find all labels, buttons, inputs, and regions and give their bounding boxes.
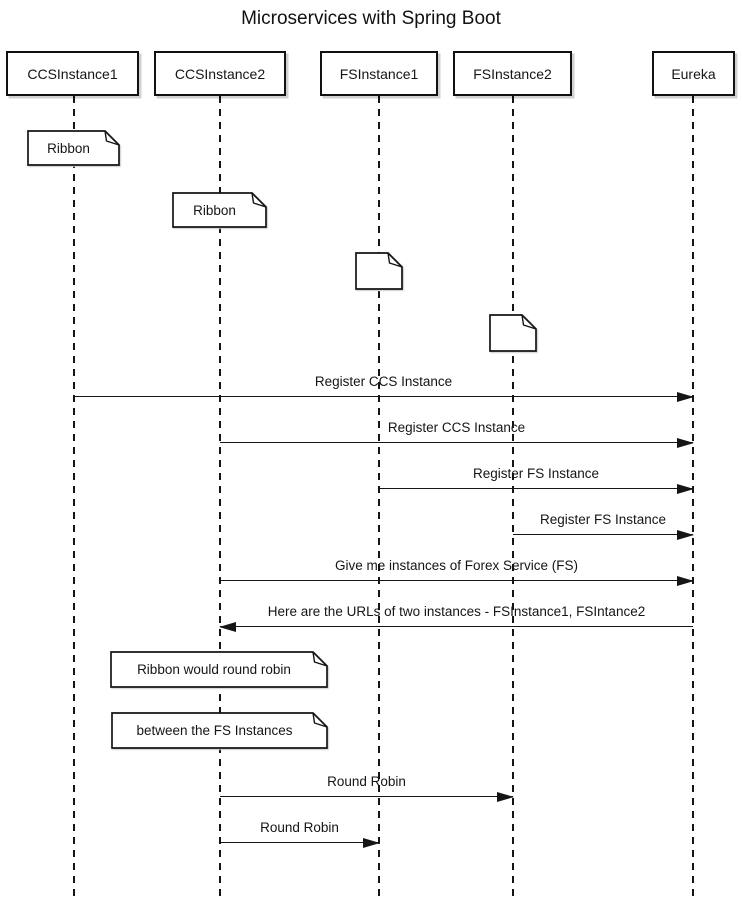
arrowhead-right-icon — [677, 483, 694, 494]
note-ribbon-ccsinstance2: Ribbon — [172, 192, 267, 228]
message-label: Register FS Instance — [539, 512, 667, 527]
participant-label: Eureka — [671, 65, 716, 82]
message-round-robin-fs2: Round Robin — [220, 772, 514, 802]
note-shape-icon — [172, 192, 267, 228]
message-here-are-the-urls: Here are the URLs of two instances - FSI… — [219, 602, 693, 632]
participant-label: FSInstance2 — [473, 65, 552, 82]
message-label: Register FS Instance — [472, 466, 600, 481]
participant-fsinstance2: FSInstance2 — [453, 51, 572, 96]
message-register-fs-instance-1: Register FS Instance — [379, 464, 694, 494]
note-between-fs-instances: between the FS Instances — [111, 712, 328, 749]
message-line — [220, 442, 693, 443]
arrowhead-right-icon — [677, 575, 694, 586]
message-label: Round Robin — [260, 820, 339, 835]
participant-label: FSInstance1 — [339, 65, 419, 82]
arrowhead-left-icon — [219, 621, 236, 632]
lifeline-ccsinstance2 — [219, 96, 221, 899]
note-text: Ribbon — [193, 202, 236, 218]
participant-fsinstance1: FSInstance1 — [320, 51, 438, 96]
message-label: Round Robin — [327, 774, 406, 789]
note-ribbon-ccsinstance1: Ribbon — [27, 130, 120, 166]
note-shape-icon — [489, 314, 537, 352]
note-text: Ribbon — [47, 140, 90, 156]
arrowhead-right-icon — [677, 391, 694, 402]
diagram-title: Microservices with Spring Boot — [241, 8, 501, 29]
participant-ccsinstance2: CCSInstance2 — [154, 51, 286, 96]
message-give-me-instances: Give me instances of Forex Service (FS) — [220, 556, 694, 586]
lifeline-fsinstance1 — [378, 96, 380, 899]
note-text: Ribbon would round robin — [137, 662, 291, 677]
note-shape-icon — [110, 651, 328, 688]
participant-eureka: Eureka — [652, 51, 735, 96]
message-label: Give me instances of Forex Service (FS) — [334, 558, 579, 573]
arrowhead-right-icon — [497, 791, 514, 802]
message-label: Here are the URLs of two instances - FSI… — [267, 604, 646, 619]
participant-label: CCSInstance2 — [174, 65, 266, 82]
lifeline-eureka — [692, 96, 694, 899]
message-line — [220, 580, 693, 581]
message-label: Register CCS Instance — [387, 420, 526, 435]
message-register-ccs-instance-2: Register CCS Instance — [220, 418, 694, 448]
note-text — [489, 314, 537, 352]
message-line — [220, 796, 513, 797]
note-ribbon-round-robin: Ribbon would round robin — [110, 651, 328, 688]
participant-ccsinstance1: CCSInstance1 — [6, 51, 139, 96]
message-register-fs-instance-2: Register FS Instance — [513, 510, 694, 540]
message-line — [220, 626, 693, 627]
message-line — [379, 488, 693, 489]
arrowhead-right-icon — [677, 437, 694, 448]
message-round-robin-fs1: Round Robin — [220, 818, 380, 848]
message-label: Register CCS Instance — [314, 374, 453, 389]
message-line — [513, 534, 693, 535]
note-empty-fsinstance1 — [355, 252, 403, 290]
note-text — [355, 252, 403, 290]
arrowhead-right-icon — [363, 837, 380, 848]
note-shape-icon — [111, 712, 328, 749]
note-text: between the FS Instances — [136, 723, 293, 738]
lifeline-fsinstance2 — [512, 96, 514, 899]
participant-label: CCSInstance1 — [27, 65, 118, 82]
note-empty-fsinstance2 — [489, 314, 537, 352]
message-line — [74, 396, 693, 397]
message-line — [220, 842, 379, 843]
lifeline-ccsinstance1 — [73, 96, 75, 899]
message-register-ccs-instance-1: Register CCS Instance — [74, 372, 694, 402]
note-shape-icon — [27, 130, 120, 166]
note-shape-icon — [355, 252, 403, 290]
arrowhead-right-icon — [677, 529, 694, 540]
